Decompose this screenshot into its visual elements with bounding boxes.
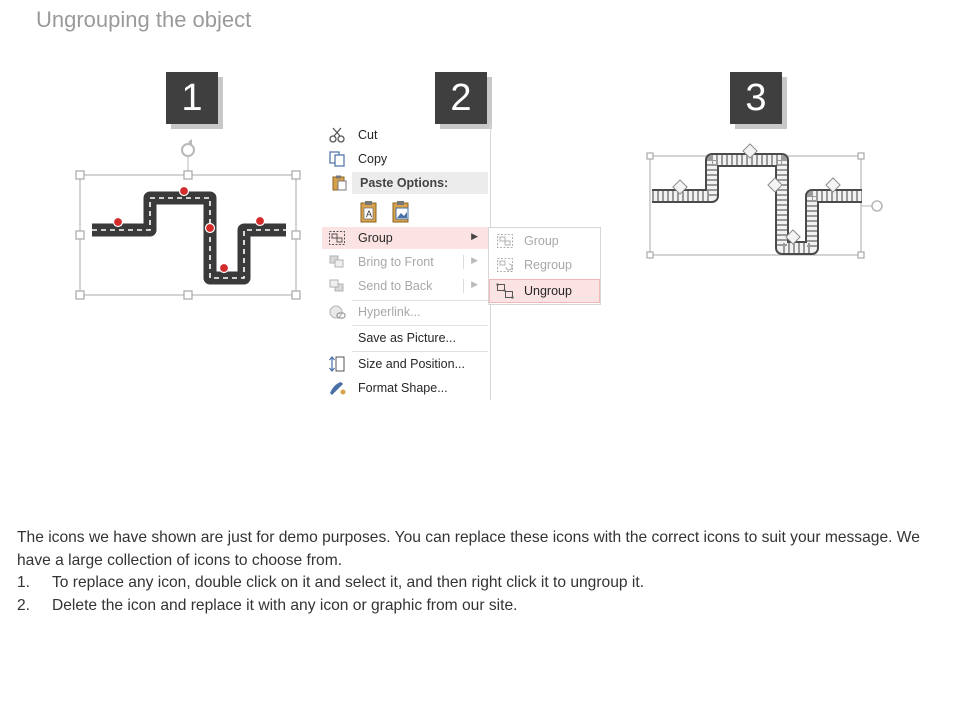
menu-separator: [352, 325, 488, 326]
instruction-step-number: 1.: [17, 574, 31, 591]
ungroup-icon: [496, 283, 514, 299]
menu-item-hyperlink-label: Hyperlink...: [358, 305, 421, 319]
instructions-intro: The icons we have shown are just for dem…: [17, 529, 920, 569]
rotate-handle[interactable]: [181, 139, 195, 175]
group-icon: [497, 234, 513, 248]
submenu-arrow-icon: ▶: [471, 231, 478, 241]
bring-to-front-icon: [329, 255, 344, 268]
context-menu: Cut Copy Paste Options: A Group ▶: [322, 122, 491, 400]
size-position-icon: [329, 356, 345, 372]
menu-item-bring-to-front-label: Bring to Front: [358, 255, 434, 269]
instruction-step: 2. Delete the icon and replace it with a…: [17, 595, 947, 618]
menu-item-size-and-position-label: Size and Position...: [358, 357, 466, 371]
hyperlink-icon: [329, 305, 346, 319]
menu-item-size-and-position[interactable]: Size and Position...: [322, 353, 488, 375]
selection-box: [649, 155, 862, 256]
submenu-item-group-label: Group: [524, 234, 559, 248]
send-to-back-icon: [329, 279, 344, 292]
menu-separator: [352, 300, 488, 301]
submenu-arrow-icon: ▶: [471, 279, 478, 289]
ungrouped-road-shapes: [652, 153, 862, 255]
submenu-item-ungroup-label: Ungroup: [524, 284, 572, 298]
menu-item-save-as-picture-label: Save as Picture...: [358, 331, 456, 345]
instruction-step-text: To replace any icon, double click on it …: [52, 574, 645, 591]
group-submenu: Group Regroup Ungroup: [488, 227, 601, 305]
menu-item-copy-label: Copy: [358, 152, 388, 166]
submenu-item-group[interactable]: Group: [490, 230, 599, 252]
rotate-handle[interactable]: [861, 200, 883, 212]
menu-item-send-to-back-label: Send to Back: [358, 279, 433, 293]
submenu-item-regroup-label: Regroup: [524, 258, 572, 272]
instruction-step-number: 2.: [17, 596, 31, 614]
instructions-steps: 1. To replace any icon, double click on …: [17, 572, 947, 617]
step-badge-2: 2: [435, 72, 487, 124]
format-shape-icon: [330, 382, 346, 395]
menu-separator: [352, 351, 488, 352]
step-badge-3: 3: [730, 72, 782, 124]
menu-item-format-shape-label: Format Shape...: [358, 381, 448, 395]
menu-item-save-as-picture[interactable]: Save as Picture...: [322, 327, 488, 349]
road-path: [92, 191, 286, 285]
selected-road-graphic[interactable]: [72, 138, 308, 304]
instruction-step: 1. To replace any icon, double click on …: [17, 572, 947, 595]
menu-item-copy[interactable]: Copy: [322, 148, 488, 170]
split-divider: [463, 279, 464, 293]
resize-handles[interactable]: [75, 170, 301, 300]
submenu-arrow-icon: ▶: [471, 255, 478, 265]
instructions-text: The icons we have shown are just for dem…: [17, 527, 947, 617]
page-title: Ungrouping the object: [36, 7, 252, 32]
instruction-step-text: Delete the icon and replace it with any …: [52, 596, 518, 614]
resize-handles[interactable]: [646, 152, 865, 259]
submenu-item-ungroup[interactable]: Ungroup: [489, 279, 600, 303]
menu-item-group-label: Group: [358, 231, 393, 245]
paste-keep-text-icon[interactable]: A: [358, 200, 380, 224]
menu-item-cut[interactable]: Cut: [322, 124, 488, 146]
paste-picture-icon[interactable]: [390, 200, 412, 224]
menu-item-cut-label: Cut: [358, 128, 378, 142]
menu-item-send-to-back[interactable]: Send to Back ▶: [322, 275, 488, 297]
paste-options-header: Paste Options:: [352, 172, 488, 194]
scissors-icon: [329, 127, 345, 143]
svg-text:A: A: [366, 209, 372, 219]
submenu-item-regroup[interactable]: Regroup: [490, 254, 599, 276]
paste-icon: [332, 175, 347, 191]
menu-item-format-shape[interactable]: Format Shape...: [322, 377, 488, 399]
step-badge-1: 1: [166, 72, 218, 124]
menu-item-hyperlink[interactable]: Hyperlink...: [322, 301, 488, 323]
group-icon: [329, 231, 345, 245]
shape-handle-clusters: [672, 143, 841, 245]
menu-item-bring-to-front[interactable]: Bring to Front ▶: [322, 251, 488, 273]
split-divider: [463, 255, 464, 269]
paste-options-label: Paste Options:: [360, 176, 449, 190]
regroup-icon: [497, 258, 513, 272]
ungrouped-road-graphic[interactable]: [640, 138, 890, 266]
menu-item-group[interactable]: Group ▶: [322, 227, 488, 249]
copy-icon: [329, 151, 345, 167]
location-pin-icons: [112, 185, 266, 274]
